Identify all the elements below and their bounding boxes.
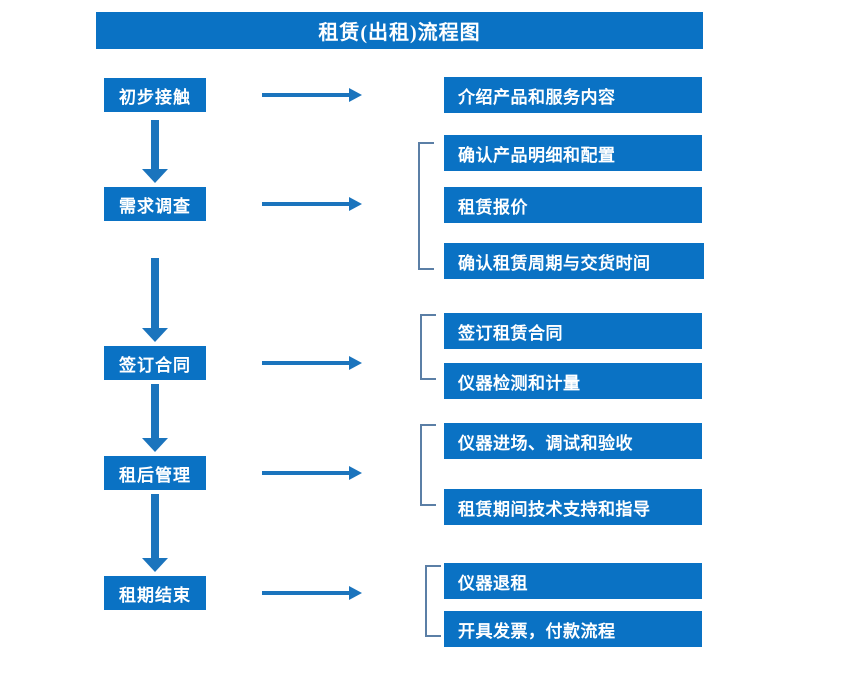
arrow-head (349, 88, 362, 102)
arrow-shaft (262, 93, 350, 97)
arrow-leaseend-to-details (262, 586, 362, 600)
arrow-postlease-to-details (262, 466, 362, 480)
arrow-contract-to-details (262, 356, 362, 370)
arrow-head (142, 169, 168, 183)
detail-box-instrument-return[interactable]: 仪器退租 (444, 563, 702, 599)
arrow-shaft (151, 120, 159, 169)
stage-box-needs-survey[interactable]: 需求调查 (104, 187, 206, 221)
arrow-head (142, 328, 168, 342)
bracket-leaseend-group (425, 565, 441, 637)
arrow-initial-to-details (262, 88, 362, 102)
bracket-contract-group (420, 314, 436, 380)
arrow-postlease-to-leaseend (142, 494, 168, 572)
bracket-needs-group (418, 142, 434, 270)
arrow-head (349, 466, 362, 480)
detail-box-sign-lease-contract[interactable]: 签订租赁合同 (444, 313, 702, 349)
stage-box-post-lease-mgmt[interactable]: 租后管理 (104, 456, 206, 490)
stage-box-lease-end[interactable]: 租期结束 (104, 576, 206, 610)
arrow-needs-to-contract (142, 258, 168, 342)
arrow-needs-to-details (262, 197, 362, 211)
arrow-shaft (151, 258, 159, 328)
bracket-postlease-group (420, 424, 436, 506)
arrow-shaft (262, 471, 350, 475)
detail-box-instrument-testing[interactable]: 仪器检测和计量 (444, 363, 702, 399)
detail-box-entry-debug-accept[interactable]: 仪器进场、调试和验收 (444, 423, 702, 459)
arrow-head (349, 356, 362, 370)
detail-box-lease-quotation[interactable]: 租赁报价 (444, 187, 702, 223)
arrow-head (349, 586, 362, 600)
detail-box-invoice-payment[interactable]: 开具发票，付款流程 (444, 611, 702, 647)
detail-box-confirm-spec-config[interactable]: 确认产品明细和配置 (444, 135, 702, 171)
detail-box-tech-support[interactable]: 租赁期间技术支持和指导 (444, 489, 702, 525)
arrow-shaft (151, 494, 159, 558)
arrow-shaft (262, 361, 350, 365)
arrow-head (142, 438, 168, 452)
arrow-shaft (262, 591, 350, 595)
arrow-shaft (262, 202, 350, 206)
arrow-head (349, 197, 362, 211)
arrow-contract-to-postlease (142, 384, 168, 452)
detail-box-introduce-products[interactable]: 介绍产品和服务内容 (444, 77, 702, 113)
page-title: 租赁(出租)流程图 (96, 12, 703, 49)
arrow-head (142, 558, 168, 572)
stage-box-initial-contact[interactable]: 初步接触 (104, 78, 206, 112)
detail-box-confirm-term-delivery[interactable]: 确认租赁周期与交货时间 (444, 243, 704, 279)
arrow-shaft (151, 384, 159, 438)
arrow-initial-to-needs (142, 120, 168, 183)
stage-box-sign-contract[interactable]: 签订合同 (104, 346, 206, 380)
